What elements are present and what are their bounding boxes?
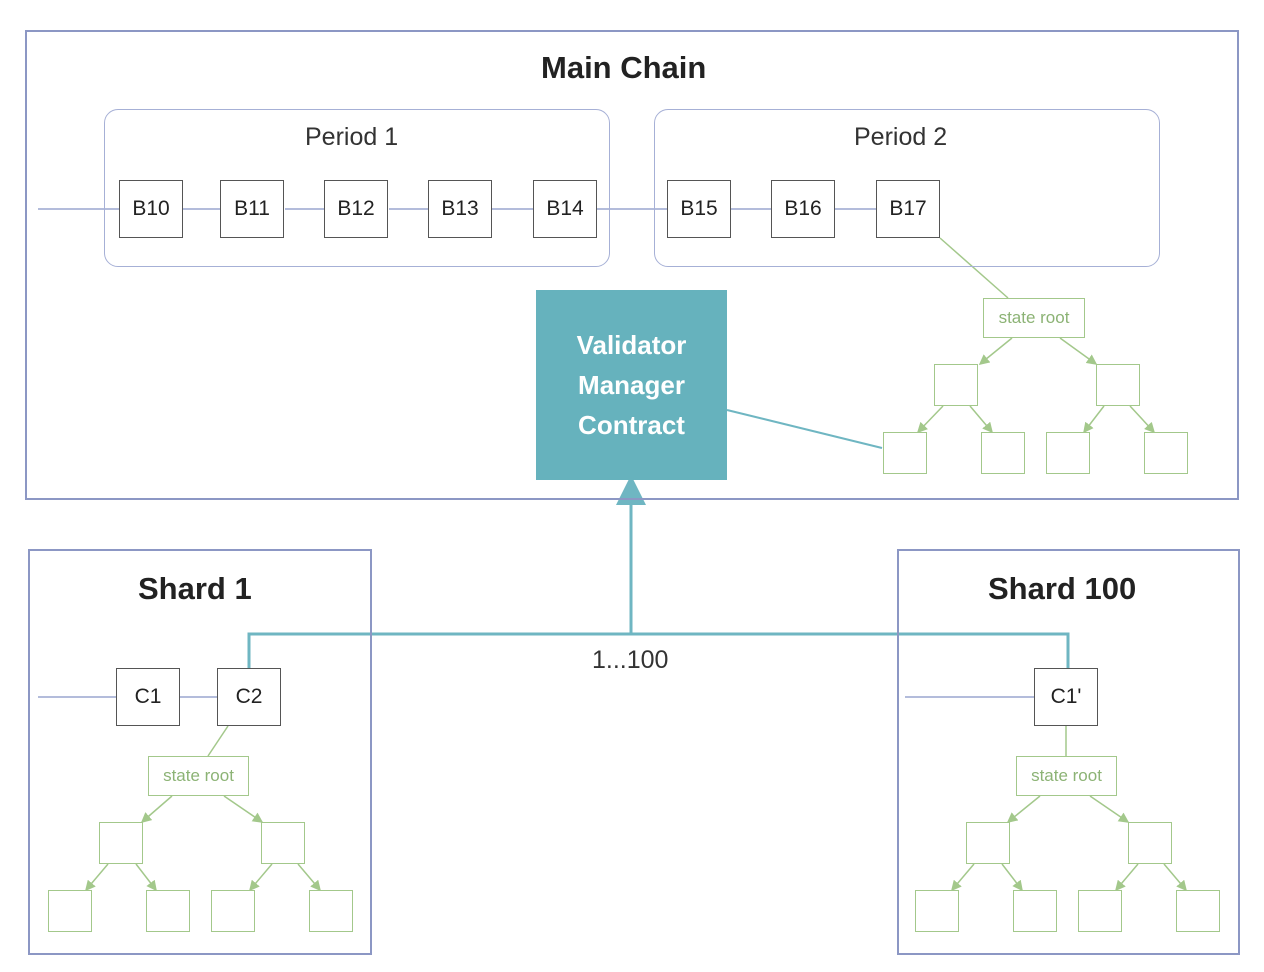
main-tree-leaf: [1144, 432, 1188, 474]
shard-100-state-root: state root: [1016, 756, 1117, 796]
block-c1-prime: C1': [1034, 668, 1098, 726]
vmc-line-2: Manager: [578, 370, 685, 400]
vmc-line-1: Validator: [576, 330, 687, 360]
block-c1: C1: [116, 668, 180, 726]
block-b15: B15: [667, 180, 731, 238]
main-tree-node: [1096, 364, 1140, 406]
shard-1-tree-leaf: [48, 890, 92, 932]
vmc-to-state-tree-link: [726, 409, 883, 449]
block-b13: B13: [428, 180, 492, 238]
main-tree-leaf: [981, 432, 1025, 474]
shard-1-tree-node: [261, 822, 305, 864]
period-2-label: Period 2: [854, 123, 948, 151]
block-b11: B11: [220, 180, 284, 238]
period-1-group: [104, 109, 610, 267]
shard1-state-tree-edges: [85, 725, 321, 892]
validator-manager-contract: Validator Manager Contract: [536, 290, 727, 480]
shard-1-tree-node: [99, 822, 143, 864]
shard-1-frame: [28, 549, 372, 955]
shard-100-tree-leaf: [1013, 890, 1057, 932]
shard-1-tree-leaf: [211, 890, 255, 932]
period-1-label: Period 1: [305, 123, 399, 151]
shard100-state-tree-edges: [951, 726, 1187, 892]
main-tree-node: [934, 364, 978, 406]
shard-count-label: 1...100: [592, 646, 669, 674]
shard-1-title: Shard 1: [138, 571, 252, 606]
block-b17: B17: [876, 180, 940, 238]
shard-1-tree-leaf: [146, 890, 190, 932]
block-b14: B14: [533, 180, 597, 238]
shard-100-tree-leaf: [1176, 890, 1220, 932]
block-b16: B16: [771, 180, 835, 238]
main-state-tree-edges: [916, 237, 1156, 434]
main-tree-leaf: [1046, 432, 1090, 474]
main-chain-title: Main Chain: [541, 50, 707, 85]
block-b12: B12: [324, 180, 388, 238]
shard-100-tree-leaf: [915, 890, 959, 932]
shard-to-vmc-links: [247, 475, 1070, 668]
shard-100-tree-leaf: [1078, 890, 1122, 932]
shard-100-frame: [897, 549, 1240, 955]
shard-100-title: Shard 100: [988, 571, 1137, 606]
shard-100-tree-node: [966, 822, 1010, 864]
shard-100-tree-node: [1128, 822, 1172, 864]
block-c2: C2: [217, 668, 281, 726]
main-state-root: state root: [983, 298, 1085, 338]
main-tree-leaf: [883, 432, 927, 474]
block-b10: B10: [119, 180, 183, 238]
vmc-line-3: Contract: [578, 410, 685, 440]
shard-1-tree-leaf: [309, 890, 353, 932]
period-2-group: [654, 109, 1160, 267]
shard-1-state-root: state root: [148, 756, 249, 796]
main-chain-frame: [25, 30, 1239, 500]
